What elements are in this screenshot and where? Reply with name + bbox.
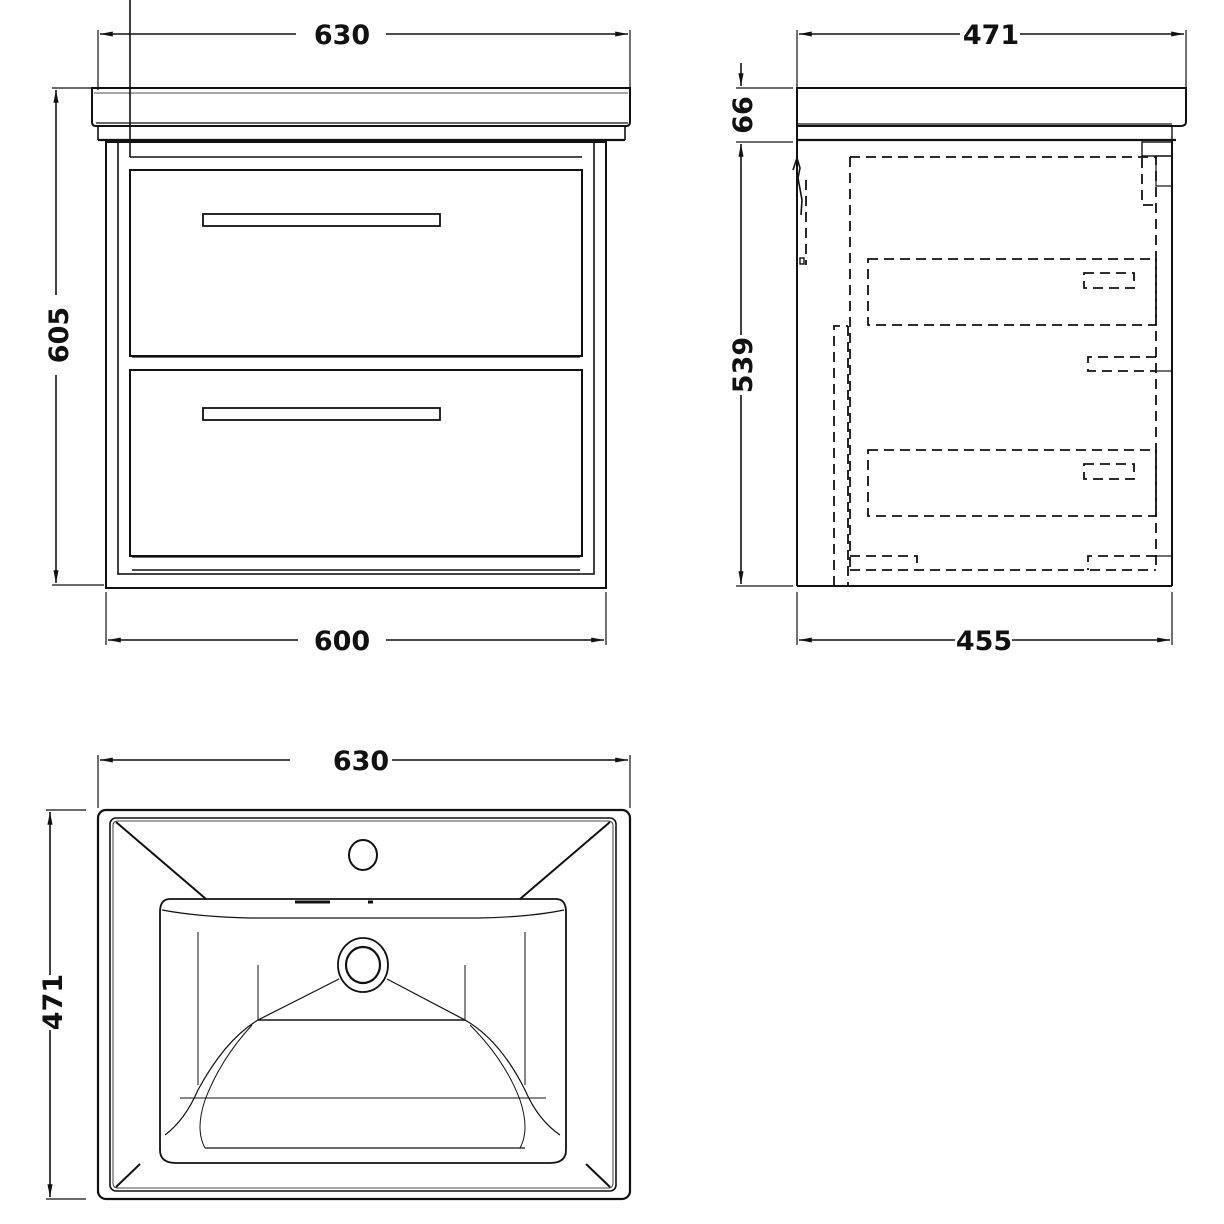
front-bottom-width-label: 600 xyxy=(314,626,370,657)
dim-front-bottom-width xyxy=(105,592,607,645)
front-top-width-label: 630 xyxy=(314,20,370,51)
dim-front-top-width xyxy=(97,30,631,90)
dim-plan-depth xyxy=(46,809,86,1200)
dim-side-cabinet-height xyxy=(736,166,793,587)
side-elevation xyxy=(736,30,1187,645)
dim-front-height xyxy=(52,87,104,586)
basin-plan xyxy=(46,755,632,1201)
plan-depth-label: 471 xyxy=(38,974,69,1030)
side-bottom-width-label: 455 xyxy=(956,626,1012,657)
plan-width-label: 630 xyxy=(333,746,389,777)
side-top-width-label: 471 xyxy=(963,20,1019,51)
dim-side-basin-height xyxy=(736,63,793,166)
front-elevation xyxy=(52,0,631,645)
side-cabinet-height-label: 539 xyxy=(728,337,759,393)
dim-plan-width xyxy=(97,755,631,808)
front-height-label: 605 xyxy=(44,307,75,363)
side-basin-height-label: 66 xyxy=(728,96,759,134)
dim-side-bottom-width xyxy=(796,592,1173,645)
dim-side-top-width xyxy=(796,30,1187,90)
